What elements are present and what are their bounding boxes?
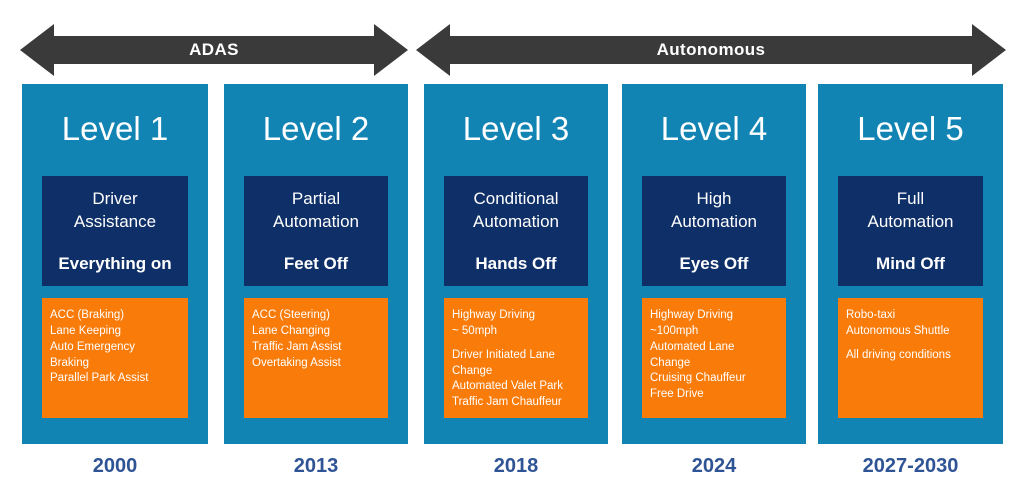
feature-item: Robo-taxi Autonomous Shuttle xyxy=(846,309,950,337)
feature-item: ACC (Steering) Lane Changing Traffic Jam… xyxy=(252,309,342,369)
year-label: 2027-2030 xyxy=(862,455,959,477)
double-headed-arrow-icon xyxy=(416,24,1006,76)
feature-item: ACC (Braking) Lane Keeping Auto Emergenc… xyxy=(50,309,149,385)
year-label: 2018 xyxy=(493,455,539,477)
level-column-3[interactable]: Level 3 Conditional Automation Hands Off… xyxy=(424,84,608,444)
feature-group: ACC (Steering) Lane Changing Traffic Jam… xyxy=(252,308,380,371)
level-feature-box: Highway Driving ~ 50mph Driver Initiated… xyxy=(444,298,588,418)
level-feature-box: Highway Driving ~100mph Automated Lane C… xyxy=(642,298,786,418)
level-name: Partial Automation xyxy=(273,189,359,231)
level-name-box: Full Automation Mind Off xyxy=(838,176,983,286)
level-title: Level 4 xyxy=(660,110,768,147)
level-name: Conditional Automation xyxy=(473,189,559,231)
level-column-4[interactable]: Level 4 High Automation Eyes Off Highway… xyxy=(622,84,806,444)
level-mode: Hands Off xyxy=(475,254,557,273)
band-autonomous: Autonomous xyxy=(416,22,1006,78)
year-label: 2000 xyxy=(92,455,138,477)
feature-group: Highway Driving ~100mph Automated Lane C… xyxy=(650,308,778,403)
year-label: 2024 xyxy=(691,455,737,477)
band-autonomous-label: Autonomous xyxy=(656,40,766,59)
feature-item: Highway Driving ~100mph Automated Lane C… xyxy=(650,309,746,401)
level-title: Level 2 xyxy=(262,110,370,147)
feature-item: Driver Initiated Lane Change Automated V… xyxy=(452,348,564,409)
feature-group: ACC (Braking) Lane Keeping Auto Emergenc… xyxy=(50,308,180,387)
level-feature-box: ACC (Steering) Lane Changing Traffic Jam… xyxy=(244,298,388,418)
feature-group: All driving conditions xyxy=(846,348,975,364)
level-column-1[interactable]: Level 1 Driver Assistance Everything on … xyxy=(22,84,208,444)
level-name-box: Driver Assistance Everything on xyxy=(42,176,188,286)
level-name: High Automation xyxy=(671,189,757,231)
band-adas-label: ADAS xyxy=(189,40,239,59)
feature-group: Highway Driving ~ 50mph xyxy=(452,308,580,340)
level-column-5[interactable]: Level 5 Full Automation Mind Off Robo-ta… xyxy=(818,84,1003,444)
level-column-2[interactable]: Level 2 Partial Automation Feet Off ACC … xyxy=(224,84,408,444)
feature-group: Driver Initiated Lane Change Automated V… xyxy=(452,348,580,411)
level-name: Full Automation xyxy=(867,189,954,231)
level-mode: Eyes Off xyxy=(679,254,749,273)
level-name: Driver Assistance xyxy=(73,189,157,231)
level-feature-box: ACC (Braking) Lane Keeping Auto Emergenc… xyxy=(42,298,188,418)
level-name-box: High Automation Eyes Off xyxy=(642,176,786,286)
feature-item: Highway Driving ~ 50mph xyxy=(452,309,536,337)
year-label: 2013 xyxy=(293,455,339,477)
level-title: Level 3 xyxy=(462,110,570,147)
level-mode: Mind Off xyxy=(876,254,945,273)
double-headed-arrow-icon xyxy=(20,24,408,76)
feature-item: All driving conditions xyxy=(846,348,951,361)
level-name-box: Partial Automation Feet Off xyxy=(244,176,388,286)
level-mode: Feet Off xyxy=(283,254,349,273)
band-adas: ADAS xyxy=(20,22,408,78)
feature-group: Robo-taxi Autonomous Shuttle xyxy=(846,308,975,340)
level-feature-box: Robo-taxi Autonomous Shuttle All driving… xyxy=(838,298,983,418)
level-name-box: Conditional Automation Hands Off xyxy=(444,176,588,286)
level-mode: Everything on xyxy=(58,254,172,273)
level-title: Level 5 xyxy=(857,110,964,147)
level-title: Level 1 xyxy=(61,110,169,147)
